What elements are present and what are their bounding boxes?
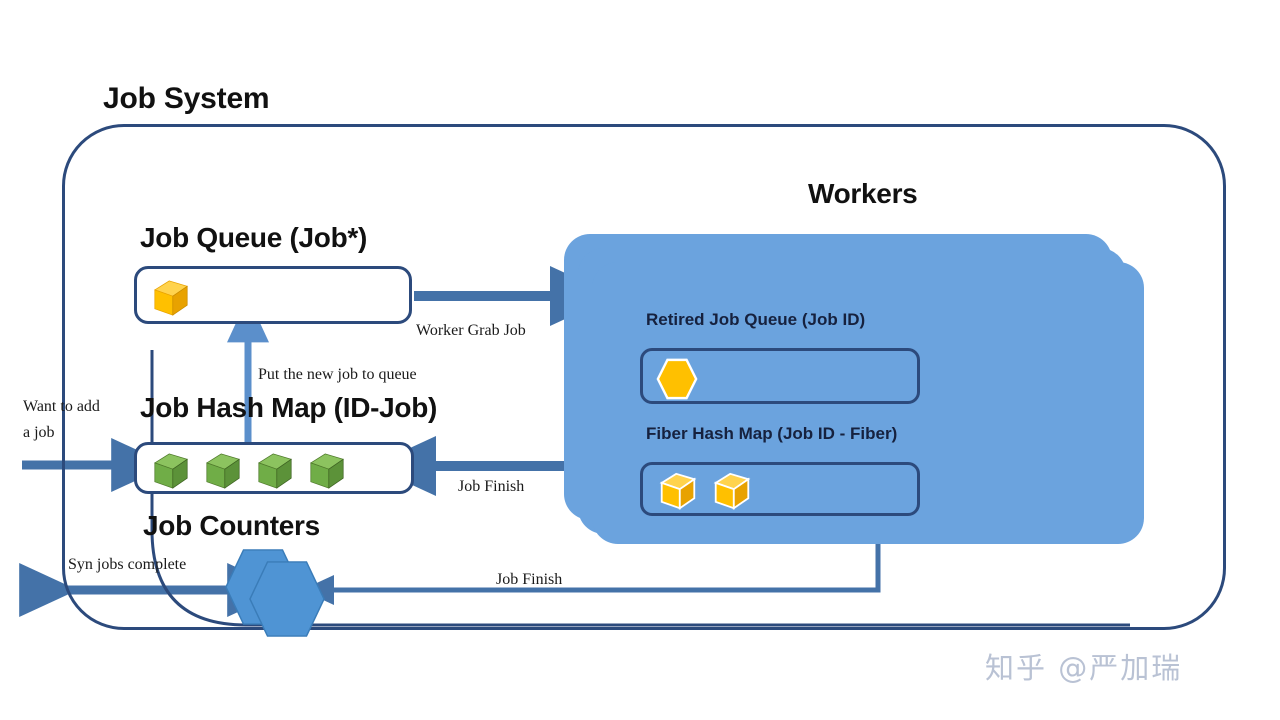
edge-label-want-to-add-line2: a job xyxy=(23,424,55,441)
edge-label-job-finish-counters: Job Finish xyxy=(496,571,563,588)
blue-hexagon-stack-icon-front[interactable] xyxy=(248,560,326,638)
green-cube-icon xyxy=(257,452,293,490)
job-queue-box[interactable] xyxy=(134,266,412,324)
green-cube-icon xyxy=(153,452,189,490)
retired-job-queue-title: Retired Job Queue (Job ID) xyxy=(646,310,866,329)
yellow-cube-icon xyxy=(153,279,189,317)
edge-label-syn-jobs-complete: Syn jobs complete xyxy=(68,556,187,573)
edge-label-worker-grab-job: Worker Grab Job xyxy=(416,322,526,339)
green-cube-icon xyxy=(309,452,345,490)
fiber-hash-map-title: Fiber Hash Map (Job ID - Fiber) xyxy=(646,424,898,443)
retired-job-queue-box[interactable] xyxy=(640,348,920,404)
job-hash-map-title: Job Hash Map (ID-Job) xyxy=(140,392,438,423)
fiber-hash-map-box[interactable] xyxy=(640,462,920,516)
job-system-container xyxy=(62,124,1226,630)
edge-label-put-the-new-job-to-queue: Put the new job to queue xyxy=(258,366,417,383)
watermark: 知乎 @严加瑞 xyxy=(985,651,1183,685)
yellow-hexagon-icon xyxy=(655,357,699,401)
edge-label-want-to-add-line1: Want to add xyxy=(23,398,100,415)
edge-job-finish-to-counters xyxy=(301,536,881,605)
job-counters-title: Job Counters xyxy=(143,510,320,541)
job-hash-map-box[interactable] xyxy=(134,442,414,494)
guide-line-left-vertical xyxy=(150,350,1130,627)
edge-label-job-finish-hashmap: Job Finish xyxy=(458,478,525,495)
job-queue-title: Job Queue (Job*) xyxy=(140,222,367,253)
yellow-cube-icon xyxy=(659,471,697,511)
green-cube-icon xyxy=(205,452,241,490)
workers-title: Workers xyxy=(808,178,918,209)
yellow-cube-icon xyxy=(713,471,751,511)
job-system-title: Job System xyxy=(103,82,270,115)
